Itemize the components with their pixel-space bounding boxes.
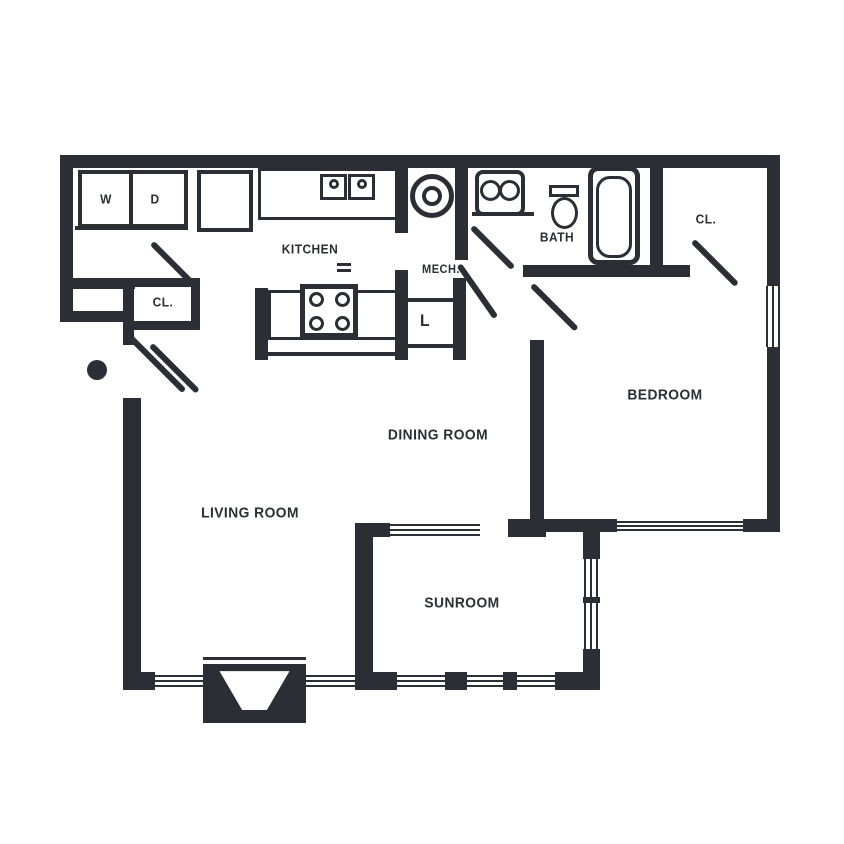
wall-entry-lower — [60, 311, 123, 322]
wall-linen-closet-left — [395, 270, 408, 360]
wall-left-upper — [60, 155, 73, 322]
window-icon-sunroom-top — [390, 524, 480, 536]
kitchen-sink-icon-drain-1 — [329, 179, 339, 189]
wall-top-exterior — [60, 155, 780, 168]
outlet-mark-top — [337, 263, 351, 266]
cooktop-icon-burner-4 — [335, 316, 350, 331]
cooktop-icon-burner-1 — [309, 292, 324, 307]
door-swing-icon-bedroom-closet — [690, 238, 739, 287]
room-label-kitchen: KITCHEN — [281, 241, 339, 257]
entry-door-icon-leaf-1 — [126, 333, 187, 394]
wall-bath-bottom — [523, 265, 690, 277]
window-icon-sunroom-right — [584, 559, 598, 649]
water-heater-icon-inner — [422, 186, 442, 206]
toilet-icon — [551, 197, 578, 229]
wall-entry-vertical — [123, 278, 134, 345]
closet-label-bedroom: CL. — [695, 211, 717, 227]
wall-sunroom-bottom-mullion-2 — [503, 672, 517, 690]
appliance-label-washer: W — [100, 191, 112, 207]
fireplace-icon — [203, 664, 306, 723]
window-icon-living-1 — [155, 675, 203, 687]
room-label-mech: MECH. — [422, 262, 460, 276]
window-icon-bedroom-south — [617, 521, 743, 531]
appliance-label-dryer: D — [150, 191, 160, 207]
outlet-mark-bottom — [337, 269, 351, 272]
wall-coat-closet-right — [191, 278, 200, 330]
wall-bedroom-south-left — [530, 519, 617, 532]
fireplace-icon-hearth-line — [203, 657, 306, 660]
wall-right-lower — [767, 347, 780, 532]
linen-closet-bottom-line — [408, 344, 453, 348]
cooktop-icon-burner-2 — [335, 292, 350, 307]
window-icon-sunroom-bottom-1 — [397, 675, 445, 687]
closet-label-linen: L — [419, 311, 431, 330]
wall-sunroom-bottom-corner-right — [555, 672, 600, 690]
room-label-living-room: LIVING ROOM — [201, 504, 299, 522]
washer-dryer-divider — [129, 170, 133, 228]
wall-sunroom-bottom-mullion-1 — [445, 672, 467, 690]
porch-light-icon — [87, 360, 107, 380]
wall-bottom-corner-left — [123, 672, 155, 690]
kitchen-sink-icon-drain-2 — [357, 179, 367, 189]
wall-bath-hall — [455, 168, 468, 260]
room-label-sunroom: SUNROOM — [424, 594, 500, 612]
cooktop-icon — [300, 284, 358, 338]
vanity-sinks-icon-bowl-2 — [499, 180, 520, 201]
wall-right-upper — [767, 155, 780, 286]
closet-label-entry: CL. — [152, 294, 174, 310]
wall-entry-upper — [60, 278, 135, 289]
washer-dryer-icon — [78, 170, 188, 228]
wall-coat-closet-bottom — [134, 321, 200, 330]
door-swing-icon-bedroom — [529, 282, 579, 332]
linen-closet-top-line — [408, 298, 453, 302]
wall-dining-bedroom-divider — [530, 340, 544, 523]
wall-sunroom-top — [355, 523, 390, 537]
room-label-bath: BATH — [539, 229, 575, 245]
cooktop-icon-burner-3 — [309, 316, 324, 331]
window-icon-bedroom-right — [766, 286, 780, 347]
wall-kitchen-east-upper — [395, 168, 408, 233]
wall-sunroom-bottom-corner-left — [355, 672, 397, 690]
laundry-front-line — [75, 226, 188, 230]
vanity-sinks-icon-bowl-1 — [480, 180, 501, 201]
fridge-icon — [197, 170, 253, 232]
bathtub-icon-basin — [596, 176, 632, 258]
wall-bedroom-south-right — [743, 519, 780, 532]
vanity-counter-line — [472, 212, 534, 216]
wall-tub-closet-divider — [650, 168, 663, 265]
room-label-dining-room: DINING ROOM — [387, 426, 489, 444]
wall-kitchen-peninsula — [255, 288, 268, 360]
window-icon-sunroom-bottom-3 — [517, 675, 555, 687]
window-icon-living-2 — [306, 675, 355, 687]
toilet-icon-tank — [549, 185, 579, 197]
wall-linen-closet-right — [453, 278, 466, 360]
fireplace-icon-firebox — [219, 671, 290, 711]
wall-living-west — [123, 398, 141, 690]
peninsula-front-line — [268, 352, 398, 356]
door-swing-icon-bath — [469, 224, 516, 271]
window-icon-sunroom-bottom-2 — [467, 675, 503, 687]
wall-sunroom-right-mullion — [583, 597, 600, 603]
wall-sunroom-left — [355, 523, 373, 690]
wall-coat-closet-top — [134, 278, 200, 287]
room-label-bedroom: BEDROOM — [627, 386, 703, 404]
